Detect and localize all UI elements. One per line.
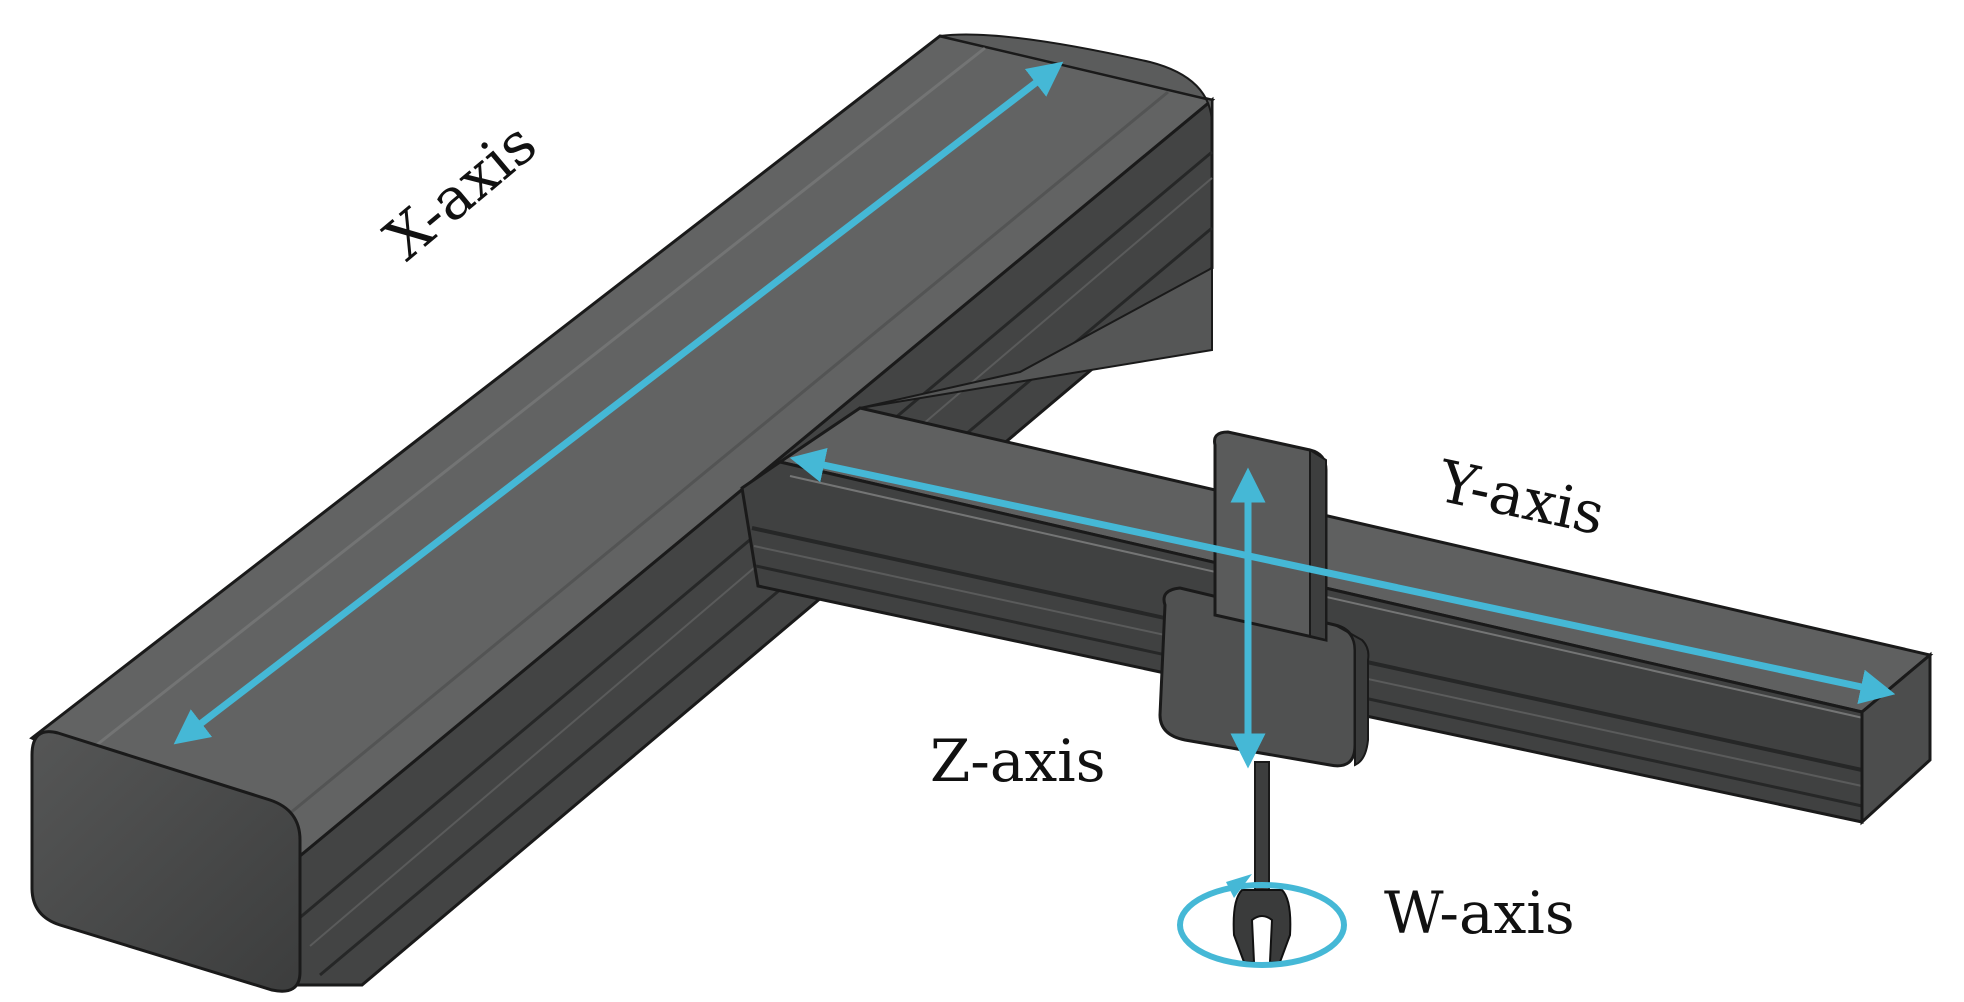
y-rail-end-cap — [1860, 651, 1932, 826]
x-axis-arrow — [173, 61, 1064, 745]
w-axis-label: W-axis — [1384, 884, 1575, 942]
z-spindle-rod — [1254, 761, 1270, 893]
w-gripper — [1232, 889, 1292, 963]
w-axis-rotation-arrowhead — [1226, 874, 1252, 898]
w-axis-rotation-ring — [1177, 882, 1347, 968]
x-rail-rear-cap — [939, 33, 1213, 126]
z-carriage-column-side — [1309, 448, 1327, 642]
x-rail-end-cap — [30, 730, 302, 993]
y-axis-arrow — [789, 448, 1896, 704]
z-axis-label: Z-axis — [930, 732, 1106, 790]
motion-arrows — [173, 61, 1896, 968]
w-axis-label-text: W-axis — [1384, 879, 1575, 947]
z-axis-label-text: Z-axis — [930, 727, 1106, 795]
